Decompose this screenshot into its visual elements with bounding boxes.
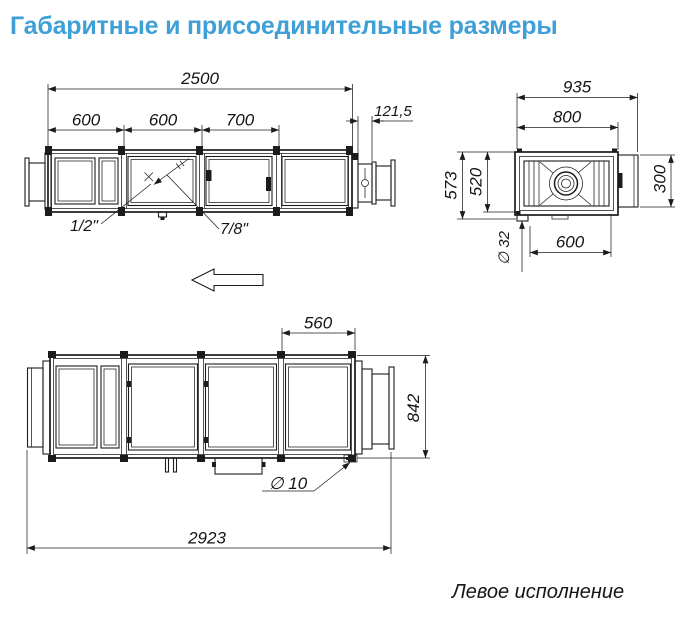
page-title: Габаритные и присоединительные размеры xyxy=(10,12,558,40)
plan-dimensions: 560 842 ∅ 10 2923 xyxy=(26,314,430,554)
front-panels xyxy=(54,155,349,220)
label-supply-pipe: 1/2" xyxy=(70,218,99,235)
front-left-duct xyxy=(24,152,52,210)
end-body xyxy=(514,148,619,216)
plan-view: 560 842 ∅ 10 2923 xyxy=(26,314,430,554)
dim-front-section2: 600 xyxy=(149,111,178,130)
label-return-pipe: 7/8" xyxy=(220,221,249,238)
dim-end-height: 520 xyxy=(467,167,486,196)
dim-front-section3: 700 xyxy=(226,111,255,130)
plan-panels xyxy=(55,363,352,451)
dim-end-connection: 300 xyxy=(651,164,670,193)
dim-plan-overall: 2923 xyxy=(187,529,226,548)
front-dimensions: 2500 600 600 700 121,5 1/2" 7/8" xyxy=(47,69,413,238)
dim-front-section1: 600 xyxy=(72,111,101,130)
dim-end-width-overall: 935 xyxy=(563,78,592,97)
plan-right-duct xyxy=(354,360,395,455)
end-view: 935 800 573 520 300 ∅ 32 xyxy=(442,78,675,272)
plan-bottom-fittings xyxy=(164,454,358,475)
dim-front-spigot: 121,5 xyxy=(374,103,412,120)
dim-front-overall: 2500 xyxy=(180,69,219,88)
heater-connection-symbol xyxy=(100,158,220,230)
dim-end-height-overall: 573 xyxy=(442,171,461,200)
flow-direction-arrow-icon xyxy=(190,268,264,292)
end-side-connection xyxy=(617,154,639,208)
front-view: 2500 600 600 700 121,5 1/2" 7/8" xyxy=(24,69,413,238)
dim-plan-section: 560 xyxy=(304,314,333,333)
dim-plan-hole: ∅ 10 xyxy=(269,474,308,493)
dim-end-drain: ∅ 32 xyxy=(496,230,513,265)
front-clamps xyxy=(45,146,353,216)
end-drain-and-feet xyxy=(516,211,569,222)
end-dimensions: 935 800 573 520 300 ∅ 32 xyxy=(442,78,675,272)
front-right-duct xyxy=(351,153,396,209)
version-caption: Левое исполнение xyxy=(452,581,625,603)
dim-end-width: 800 xyxy=(553,108,582,127)
plan-left-duct xyxy=(26,360,51,455)
plan-body xyxy=(49,354,356,459)
dim-end-base: 600 xyxy=(556,233,585,252)
dim-plan-width: 842 xyxy=(404,393,423,422)
